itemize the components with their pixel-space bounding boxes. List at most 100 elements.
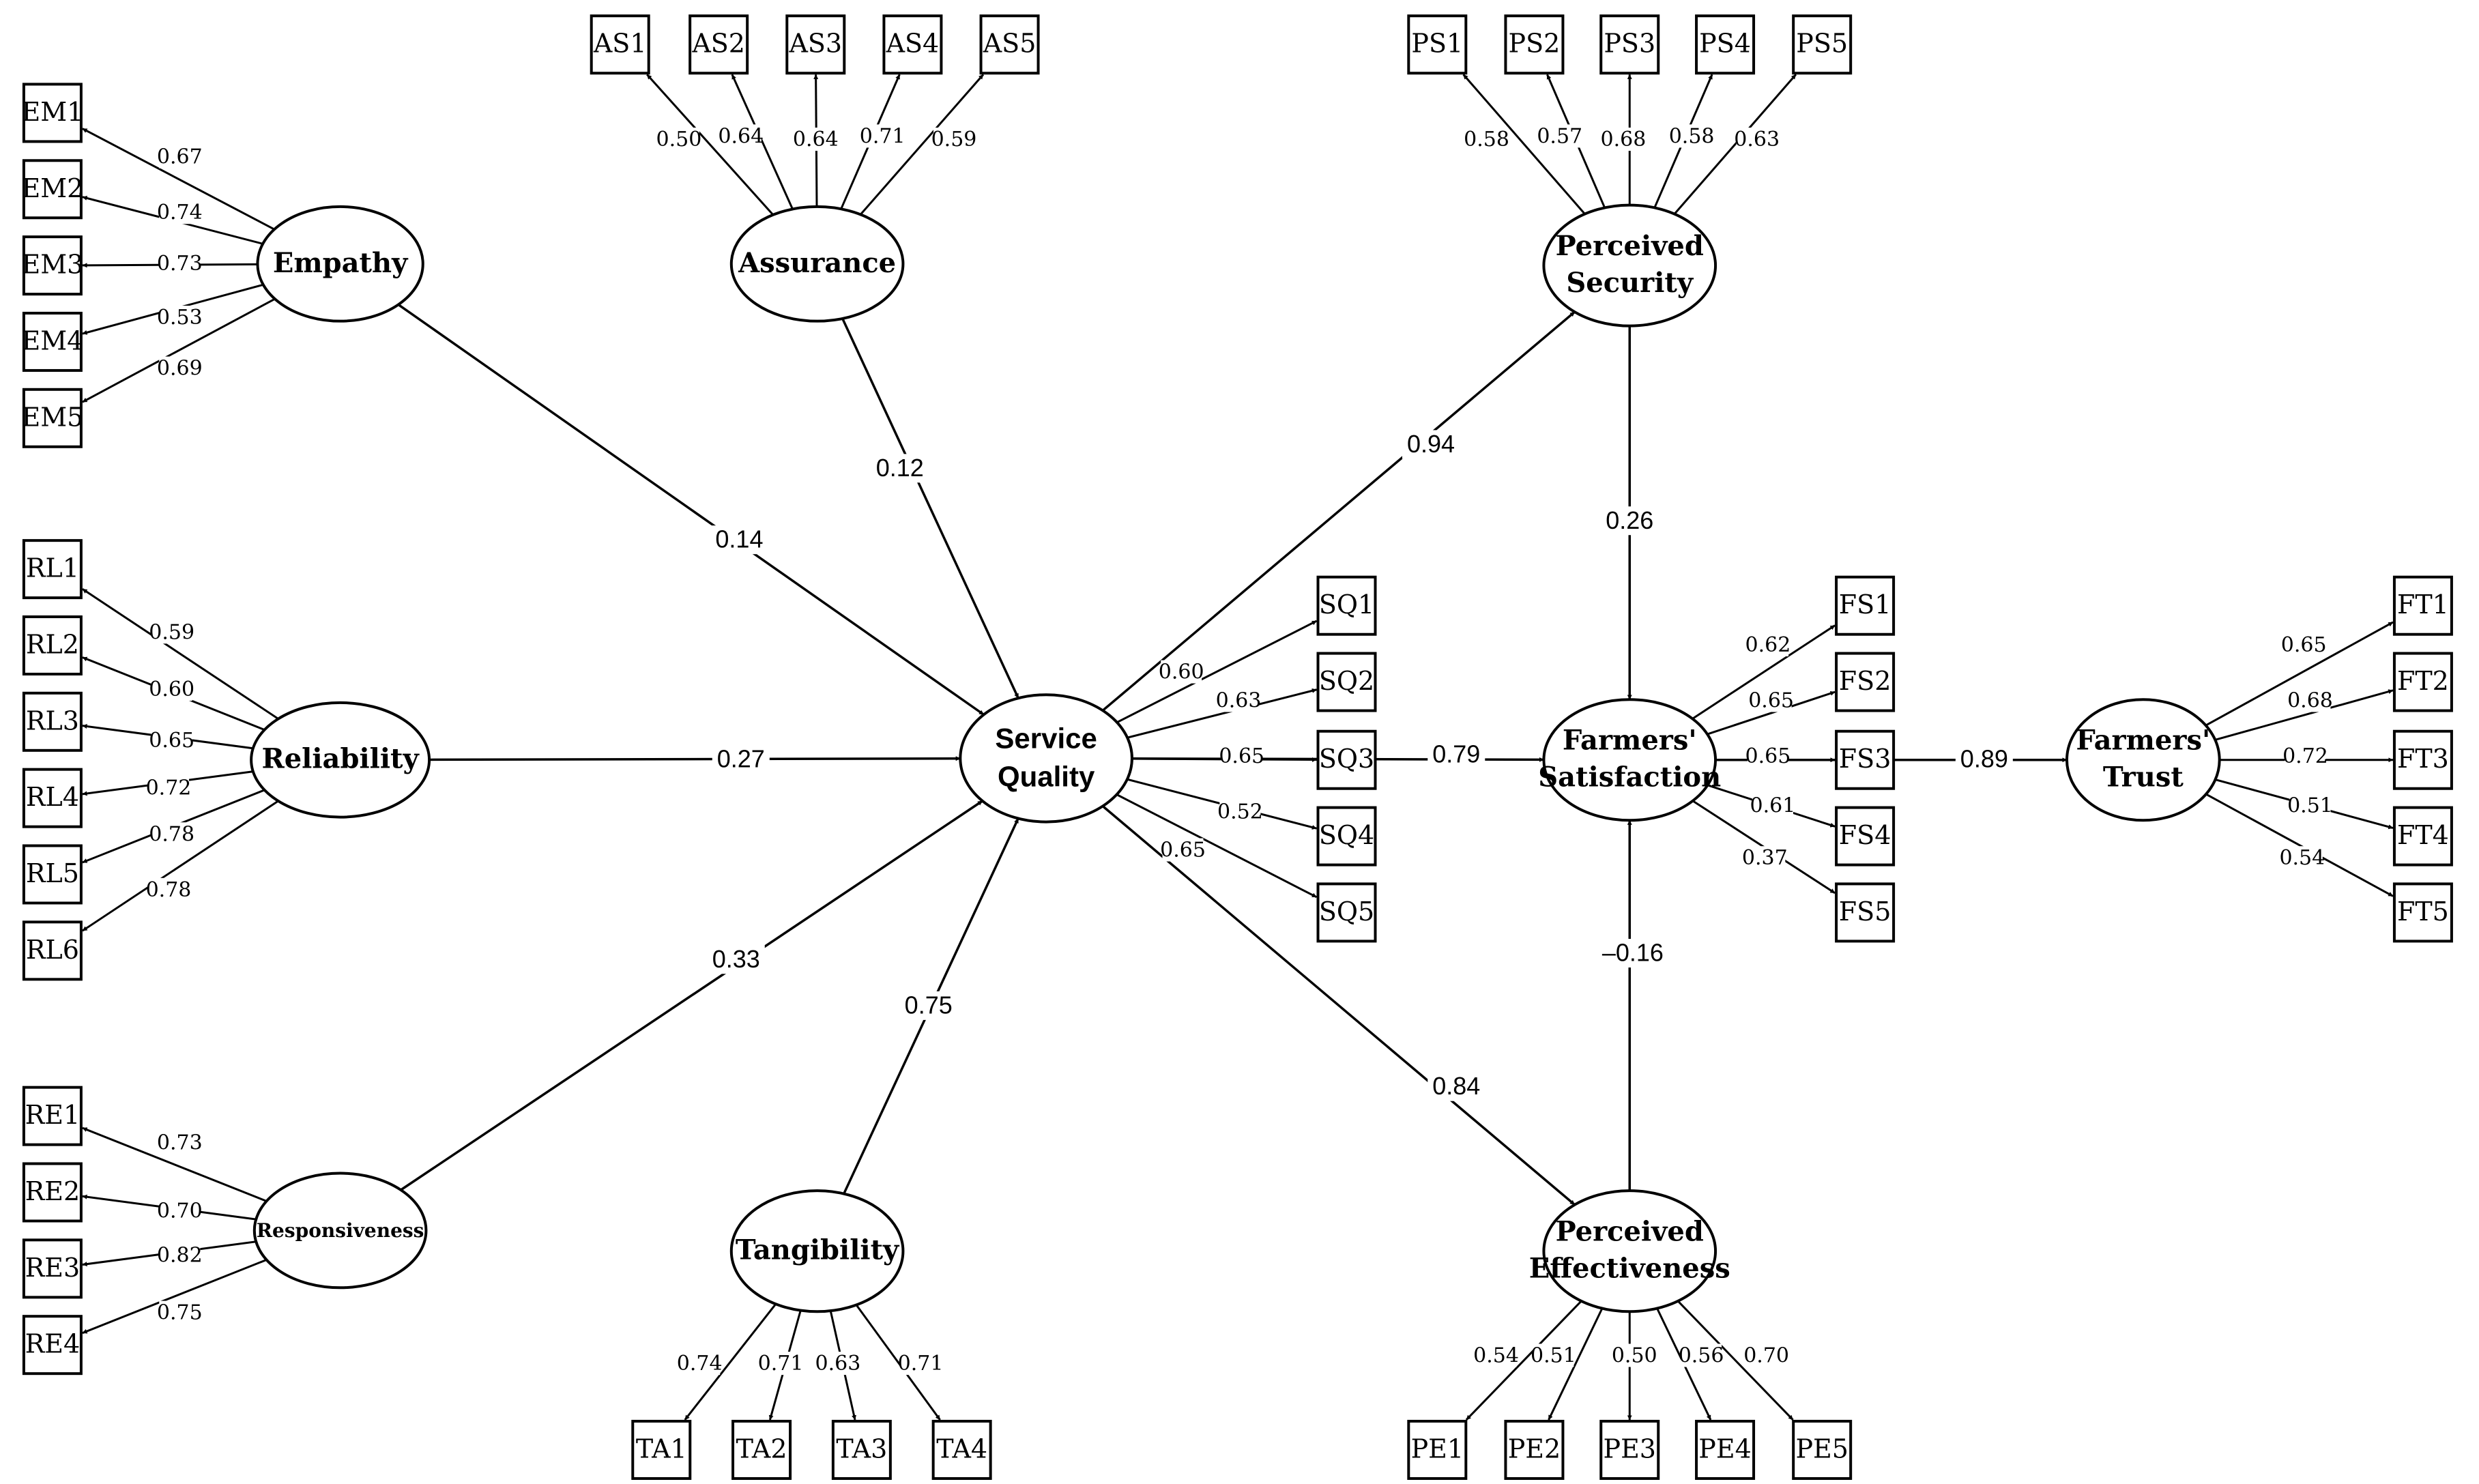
loading-value: 0.61 <box>1750 794 1796 817</box>
indicator-box: AS5 <box>979 14 1040 75</box>
loading-value: 0.60 <box>149 678 194 701</box>
loading-value: 0.64 <box>793 128 839 151</box>
path-coefficient-label: 0.84 <box>1427 1072 1485 1101</box>
loading-arrow <box>1700 690 1836 738</box>
indicator-box: RE1 <box>22 1086 83 1146</box>
latent-label: Farmers' <box>2076 725 2210 757</box>
path-coefficient-label: 0.12 <box>871 454 929 483</box>
indicator-box: AS2 <box>688 14 749 75</box>
loading-label: 0.71 <box>898 1352 944 1376</box>
loading-arrow <box>1462 74 1589 219</box>
loading-arrow <box>1548 1303 1606 1421</box>
path-coefficient-value: 0.89 <box>1960 744 2008 772</box>
indicator-label: TA3 <box>836 1434 887 1464</box>
indicator-label: PE2 <box>1508 1434 1561 1464</box>
indicator-label: FS5 <box>1839 897 1891 927</box>
indicator-box: SQ1 <box>1316 575 1377 636</box>
indicator-box: PS1 <box>1407 14 1468 75</box>
indicator-box: EM1 <box>21 83 83 143</box>
indicator-box: FT5 <box>2392 882 2453 943</box>
latent-responsiveness: Responsiveness <box>252 1172 428 1290</box>
indicator-box: AS3 <box>785 14 846 75</box>
path-coefficient-label: 0.26 <box>1601 506 1659 536</box>
indicator-box: SQ3 <box>1316 729 1377 790</box>
loading-value: 0.57 <box>1537 124 1582 148</box>
indicator-label: SQ5 <box>1319 897 1374 927</box>
indicator-box: EM4 <box>21 311 83 372</box>
path-coefficient-label: 0.89 <box>1955 744 2013 774</box>
loading-value: 0.68 <box>2287 689 2333 713</box>
indicator-label: PS4 <box>1699 29 1751 59</box>
loading-arrow <box>852 1300 941 1421</box>
loading-arrow <box>646 74 778 220</box>
loading-arrow <box>82 295 281 403</box>
loading-value: 0.71 <box>898 1352 944 1376</box>
loading-label: 0.78 <box>146 877 191 902</box>
indicator-label: RL5 <box>26 858 79 888</box>
indicator-label: PE3 <box>1604 1434 1656 1464</box>
latent-label: Effectiveness <box>1529 1253 1730 1285</box>
loading-label: 0.65 <box>1219 744 1264 768</box>
indicator-label: RE3 <box>25 1253 81 1283</box>
latent-farmers-satisfaction: Farmers'Satisfaction <box>1538 698 1721 822</box>
loading-value: 0.56 <box>1679 1343 1724 1367</box>
latent-assurance: Assurance <box>729 205 905 323</box>
latent-empathy: Empathy <box>256 205 424 323</box>
loading-value: 0.75 <box>157 1301 203 1325</box>
structural-path-arrow <box>429 756 961 761</box>
loading-value: 0.63 <box>1734 128 1780 151</box>
indicator-label: AS2 <box>691 29 745 59</box>
latent-label: Security <box>1566 267 1694 299</box>
indicator-label: AS4 <box>886 29 940 59</box>
indicator-label: EM5 <box>21 402 83 432</box>
loading-value: 0.52 <box>1217 800 1263 824</box>
indicator-label: TA4 <box>936 1434 987 1464</box>
loading-value: 0.53 <box>157 306 203 330</box>
indicator-label: PS1 <box>1411 29 1463 59</box>
loading-value: 0.72 <box>146 776 192 800</box>
indicator-box: TA4 <box>931 1419 992 1480</box>
loading-value: 0.50 <box>656 128 702 151</box>
structural-path-arrow <box>397 304 985 716</box>
loading-value: 0.68 <box>1601 128 1647 151</box>
loading-value: 0.51 <box>2287 794 2333 817</box>
latent-label: Perceived <box>1556 230 1704 262</box>
latent-label: Assurance <box>738 247 896 279</box>
loading-value: 0.65 <box>149 729 194 753</box>
loading-value: 0.65 <box>1160 839 1206 862</box>
indicator-label: AS3 <box>788 29 842 59</box>
indicator-box: TA1 <box>631 1419 692 1480</box>
loading-value: 0.71 <box>758 1352 804 1376</box>
indicator-box: EM2 <box>21 159 83 220</box>
loading-label: 0.72 <box>2282 744 2328 768</box>
loading-value: 0.54 <box>2279 846 2325 870</box>
latent-farmers-trust: Farmers'Trust <box>2065 698 2221 822</box>
path-coefficient-label: –0.16 <box>1602 939 1664 967</box>
indicator-box: RL5 <box>22 844 83 905</box>
loading-label: 0.73 <box>157 1131 203 1154</box>
loading-value: 0.58 <box>1669 124 1715 148</box>
loading-value: 0.51 <box>1531 1343 1576 1367</box>
loading-value: 0.65 <box>1219 744 1264 768</box>
loading-arrow <box>1687 796 1836 894</box>
indicator-box: RL4 <box>22 768 83 828</box>
loading-value: 0.59 <box>149 620 194 644</box>
loading-label: 0.64 <box>793 128 839 151</box>
loading-value: 0.70 <box>157 1199 203 1223</box>
indicator-box: PS2 <box>1504 14 1565 75</box>
indicator-box: RE3 <box>22 1238 83 1299</box>
loading-label: 0.54 <box>2279 846 2325 870</box>
indicator-label: FT2 <box>2397 666 2449 696</box>
indicator-box: RL2 <box>22 615 83 675</box>
loading-label: 0.68 <box>1601 128 1647 151</box>
structural-path-arrow <box>841 318 1019 699</box>
loading-value: 0.82 <box>157 1244 203 1268</box>
loading-value: 0.59 <box>931 128 977 151</box>
structural-path-arrow <box>1101 805 1576 1206</box>
indicator-box: FT3 <box>2392 729 2453 790</box>
indicator-box: EM3 <box>21 235 83 296</box>
indicator-label: AS1 <box>593 29 647 59</box>
loading-value: 0.73 <box>157 1131 203 1154</box>
loading-label: 0.71 <box>860 124 905 148</box>
